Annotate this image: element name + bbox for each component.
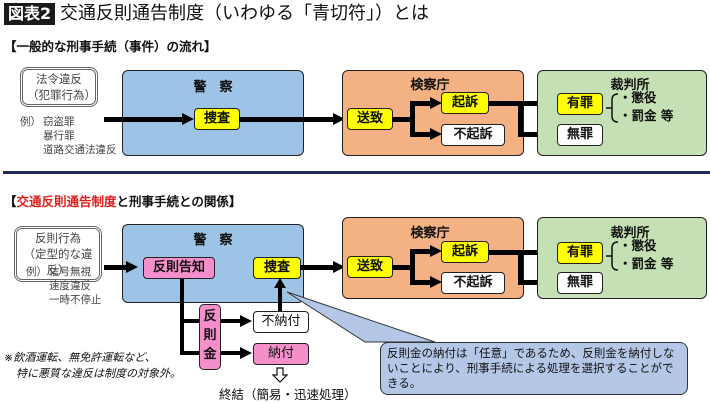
indict-node: 起訴 xyxy=(441,241,489,263)
page-title: 交通反則通告制度（いわゆる「青切符」）とは xyxy=(60,3,429,24)
arrow-to-no-indict xyxy=(410,280,434,285)
exclusion-note-line2: 特に悪質な違反は制度の対象外。 xyxy=(16,367,181,380)
example-item: 道路交通法違反 xyxy=(43,144,117,156)
branch-connector xyxy=(392,117,412,122)
penalty-item: ・懲役 xyxy=(619,238,657,253)
guilty-node: 有罪 xyxy=(557,93,603,115)
source-line2: （犯罪行為） xyxy=(27,88,96,102)
non-payment-node: 不納付 xyxy=(253,311,309,333)
brace-icon xyxy=(606,241,619,271)
court-branch-vertical xyxy=(518,250,523,285)
court-title: 裁判所 xyxy=(610,226,650,241)
conclusion-text: 終結（簡易・迅速処理） xyxy=(219,387,357,402)
prosecutor-title: 検察庁 xyxy=(410,78,450,93)
source-box-violation: 法令違反 （犯罪行為） xyxy=(20,67,98,107)
referral-node: 送致 xyxy=(347,108,393,130)
fine-node: 反 則 金 xyxy=(199,304,221,370)
example-item: 暴行罪 xyxy=(43,130,75,142)
arrowhead-up xyxy=(274,278,286,288)
arrow-to-investigation xyxy=(104,117,184,122)
exclusion-note-line1: ※飲酒運転、無免許運転など、 xyxy=(4,351,156,364)
arrow-to-no-indict xyxy=(410,132,434,137)
examples-prefix: 例） xyxy=(20,116,41,128)
example-item: 速度違反 xyxy=(49,280,91,292)
police-title: 警 察 xyxy=(193,80,233,95)
no-indict-node: 不起訴 xyxy=(441,272,505,294)
fine-char: 則 xyxy=(203,328,217,343)
court-branch-vertical xyxy=(518,101,523,137)
source-line1: 法令違反 xyxy=(36,72,82,86)
section1-heading: 【一般的な刑事手続（事件）の流れ】 xyxy=(4,39,217,54)
police-title: 警 察 xyxy=(193,233,233,248)
court-title: 裁判所 xyxy=(610,78,650,93)
investigation-node: 捜査 xyxy=(253,257,301,279)
penalty-item: ・罰金 等 xyxy=(619,108,674,123)
arrow-to-not-guilty xyxy=(518,132,549,137)
example-item: 一時不停止 xyxy=(49,294,102,306)
no-indict-node: 不起訴 xyxy=(441,124,505,146)
notice-down-line xyxy=(180,279,184,354)
arrow-to-indict xyxy=(410,101,434,106)
arrowhead xyxy=(430,128,442,140)
penalty-item: ・懲役 xyxy=(619,90,657,105)
prosecutor-title: 検察庁 xyxy=(410,226,450,241)
arrow-to-indict xyxy=(410,249,434,254)
arrowhead xyxy=(240,315,252,327)
source-line1: 反則行為 xyxy=(35,231,81,245)
arrowhead xyxy=(126,261,138,273)
arrowhead xyxy=(240,347,252,359)
arrowhead xyxy=(430,245,442,257)
branch-connector xyxy=(392,265,412,270)
brace-icon xyxy=(606,93,619,123)
fine-char: 反 xyxy=(203,309,217,324)
referral-node: 送致 xyxy=(347,256,393,278)
indict-node: 起訴 xyxy=(441,92,489,114)
arrowhead xyxy=(182,113,194,125)
guilty-node: 有罪 xyxy=(557,242,603,264)
arrowhead xyxy=(430,276,442,288)
examples-list: 窃盗罪 暴行罪 道路交通法違反 xyxy=(43,115,117,157)
source-box-infraction: 反則行為 （定型的な違反） xyxy=(14,226,102,282)
not-guilty-node: 無罪 xyxy=(557,124,603,146)
section-divider xyxy=(3,171,710,174)
branch-vertical xyxy=(410,249,415,285)
arrowhead xyxy=(430,97,442,109)
down-arrow-icon xyxy=(272,367,288,383)
callout-box: 反則金の納付は「任意」であるため、反則金を納付しないことにより、刑事手続による処… xyxy=(380,342,688,395)
payment-node: 納付 xyxy=(253,343,309,365)
arrow-up-line xyxy=(278,287,282,311)
heading-highlight: 交通反則通告制度 xyxy=(16,194,117,209)
arrow-to-non-payment xyxy=(222,319,242,323)
source-line2: （定型的な違反） xyxy=(23,247,93,277)
arrow-to-payment xyxy=(222,351,242,355)
arrow-to-not-guilty xyxy=(518,280,549,285)
heading-bracket: 【 xyxy=(4,194,17,209)
figure-badge: 図表2 xyxy=(4,3,56,25)
arrow-to-referral xyxy=(300,265,335,270)
penalty-item: ・罰金 等 xyxy=(619,256,674,271)
callout-pointer xyxy=(286,291,436,343)
example-item: 信号無視 xyxy=(49,266,91,278)
heading-suffix: と刑事手続との関係】 xyxy=(116,194,242,209)
examples-prefix: 例） xyxy=(26,266,47,278)
notice-node: 反則告知 xyxy=(143,257,215,279)
fine-char: 金 xyxy=(203,347,217,362)
not-guilty-node: 無罪 xyxy=(557,272,603,294)
arrow-to-referral xyxy=(239,117,335,122)
branch-vertical xyxy=(410,101,415,137)
arrow-to-notice xyxy=(104,265,128,270)
example-item: 窃盗罪 xyxy=(43,116,75,128)
investigation-node: 捜査 xyxy=(194,108,240,130)
examples-list: 信号無視 速度違反 一時不停止 xyxy=(49,265,102,307)
section2-heading: 【交通反則通告制度と刑事手続との関係】 xyxy=(4,191,241,210)
